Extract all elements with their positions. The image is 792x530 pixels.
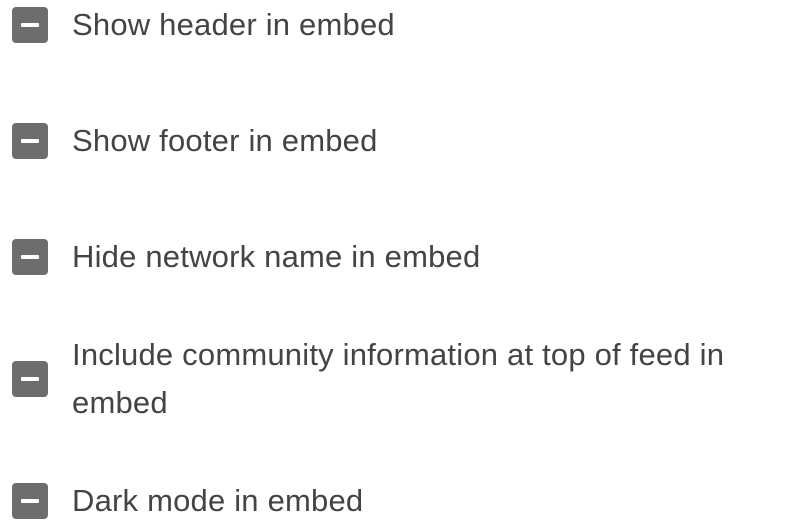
show-footer-checkbox[interactable] [12, 123, 48, 159]
minus-icon [21, 499, 39, 503]
option-label: Show footer in embed [72, 123, 378, 158]
dark-mode-checkbox[interactable] [12, 483, 48, 519]
option-show-footer[interactable]: Show footer in embed [12, 117, 782, 165]
option-label: Dark mode in embed [72, 483, 364, 518]
minus-icon [21, 377, 39, 381]
option-show-header[interactable]: Show header in embed [12, 1, 782, 49]
option-hide-network-name[interactable]: Hide network name in embed [12, 233, 782, 281]
minus-icon [21, 23, 39, 27]
option-dark-mode[interactable]: Dark mode in embed [12, 477, 782, 525]
hide-network-name-checkbox[interactable] [12, 239, 48, 275]
include-community-info-checkbox[interactable] [12, 361, 48, 397]
minus-icon [21, 139, 39, 143]
show-header-checkbox[interactable] [12, 7, 48, 43]
option-label: Include community information at top of … [72, 337, 725, 420]
option-label: Show header in embed [72, 7, 395, 42]
option-include-community-info[interactable]: Include community information at top of … [12, 331, 782, 427]
option-label: Hide network name in embed [72, 239, 481, 274]
minus-icon [21, 255, 39, 259]
